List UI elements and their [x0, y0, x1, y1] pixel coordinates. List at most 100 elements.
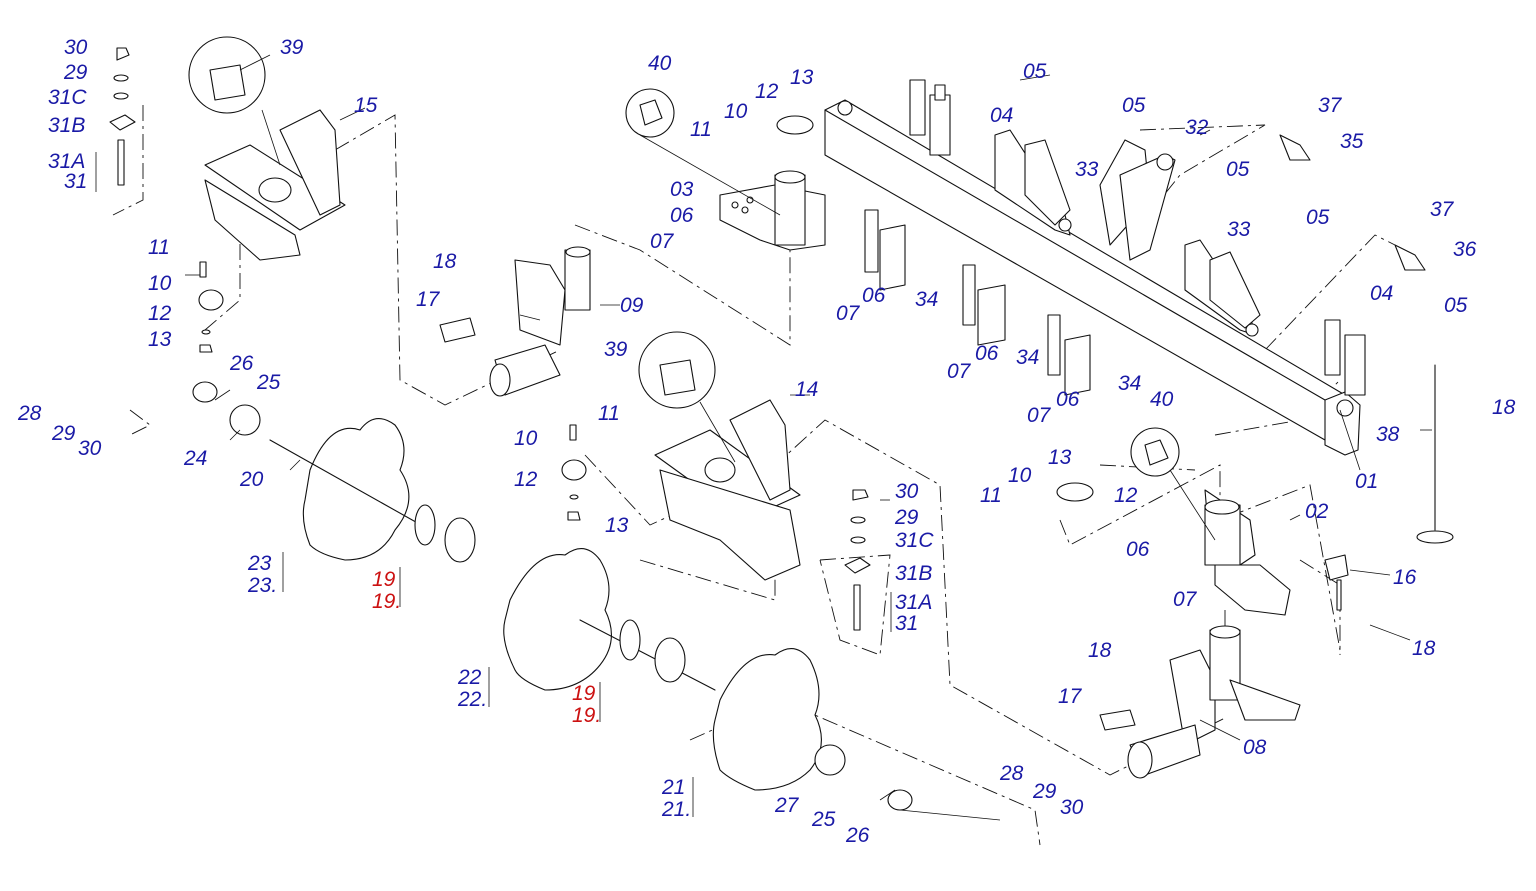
- part-label: 18: [1492, 396, 1516, 419]
- part-label: 13: [148, 328, 172, 351]
- part-label: 10: [148, 272, 172, 295]
- part-label: 31C: [895, 529, 934, 552]
- part-label: 12: [148, 302, 172, 325]
- part-label: 30: [78, 437, 102, 460]
- part-label: 05: [1306, 206, 1330, 229]
- part-label: 26: [229, 352, 254, 375]
- part-label: 29: [894, 506, 919, 529]
- part-label: 11: [980, 484, 1002, 507]
- arm-09: [439, 246, 591, 397]
- part-label: 27: [774, 794, 800, 817]
- part-label: 07: [1173, 588, 1198, 611]
- part-label: 30: [64, 36, 88, 59]
- part-label: 18: [1088, 639, 1112, 662]
- part-label: 05: [1444, 294, 1468, 317]
- part-label: 17: [416, 288, 441, 311]
- part-label: 20: [239, 468, 264, 491]
- main-beam-01: [824, 99, 1361, 456]
- part-label: 10: [724, 100, 748, 123]
- part-label: 23: [247, 552, 272, 575]
- part-label: 28: [17, 402, 42, 425]
- part-label: 11: [690, 118, 712, 141]
- part-label: 06: [975, 342, 999, 365]
- part-label: 05: [1122, 94, 1146, 117]
- part-label: 15: [354, 94, 378, 117]
- part-label: 32: [1185, 116, 1209, 139]
- part-label: 29: [1032, 780, 1057, 803]
- part-label: 13: [790, 66, 814, 89]
- part-label: 10: [1008, 464, 1032, 487]
- part-label: 31B: [895, 562, 932, 585]
- part-label: 08: [1243, 736, 1267, 759]
- part-label: 31B: [48, 114, 85, 137]
- part-label: 40: [648, 52, 672, 75]
- part-label: 02: [1305, 500, 1329, 523]
- part-label: 04: [1370, 282, 1393, 305]
- part-label: 30: [1060, 796, 1084, 819]
- part-label: 31C: [48, 86, 87, 109]
- part-label: 13: [605, 514, 629, 537]
- part-label: 35: [1340, 130, 1364, 153]
- housing-02: [1056, 427, 1291, 616]
- part-label: 09: [620, 294, 644, 317]
- part-label: 10: [514, 427, 538, 450]
- part-label: 38: [1376, 423, 1400, 446]
- part-label: 17: [1058, 685, 1083, 708]
- part-label: 39: [604, 338, 628, 361]
- part-label: 13: [1048, 446, 1072, 469]
- part-label: 34: [1016, 346, 1039, 369]
- part-label: 18: [433, 250, 457, 273]
- part-label: 05: [1023, 60, 1047, 83]
- part-label: 19.: [372, 590, 401, 613]
- part-label: 19: [572, 682, 596, 705]
- housing-03: [625, 88, 826, 251]
- part-label: 31A: [895, 591, 932, 614]
- part-label: 05: [1226, 158, 1250, 181]
- part-label: 06: [1126, 538, 1150, 561]
- part-label: 12: [755, 80, 779, 103]
- leader-lines: [95, 54, 1432, 821]
- part-label: 34: [915, 288, 938, 311]
- part-label: 31A: [48, 150, 85, 173]
- part-label: 21.: [661, 798, 691, 821]
- part-label: 29: [63, 61, 88, 84]
- plates-34: [864, 209, 1091, 396]
- part-label: 33: [1227, 218, 1251, 241]
- part-label: 03: [670, 178, 694, 201]
- hardware: [109, 47, 1454, 631]
- part-label: 04: [990, 104, 1013, 127]
- part-label: 28: [999, 762, 1024, 785]
- part-label: 12: [1114, 484, 1138, 507]
- part-label: 18: [1412, 637, 1436, 660]
- part-label: 24: [183, 447, 207, 470]
- part-label: 07: [836, 302, 861, 325]
- part-label: 06: [862, 284, 886, 307]
- bracket-14: [638, 331, 801, 581]
- part-label: 07: [947, 360, 972, 383]
- part-label: 25: [256, 371, 281, 394]
- part-label: 30: [895, 480, 919, 503]
- part-label: 31: [64, 170, 87, 193]
- part-label: 36: [1453, 238, 1477, 261]
- part-label: 22.: [457, 688, 487, 711]
- part-label: 25: [811, 808, 836, 831]
- part-label: 06: [1056, 388, 1080, 411]
- part-label: 21: [661, 776, 685, 799]
- part-label: 29: [51, 422, 76, 445]
- part-label: 19.: [572, 704, 601, 727]
- part-label: 07: [1027, 404, 1052, 427]
- part-label: 16: [1393, 566, 1417, 589]
- part-label: 19: [372, 568, 396, 591]
- part-label: 37: [1318, 94, 1343, 117]
- part-label: 22: [457, 666, 482, 689]
- part-label: 06: [670, 204, 694, 227]
- brackets: [909, 79, 1366, 396]
- part-label: 26: [845, 824, 870, 847]
- part-label: 40: [1150, 388, 1174, 411]
- part-label: 01: [1355, 470, 1378, 493]
- part-label: 33: [1075, 158, 1099, 181]
- bracket-15: [188, 36, 346, 261]
- part-labels: 30 39 29 31C 31B 15 31A 31 11 10 12 13 2…: [17, 36, 1516, 847]
